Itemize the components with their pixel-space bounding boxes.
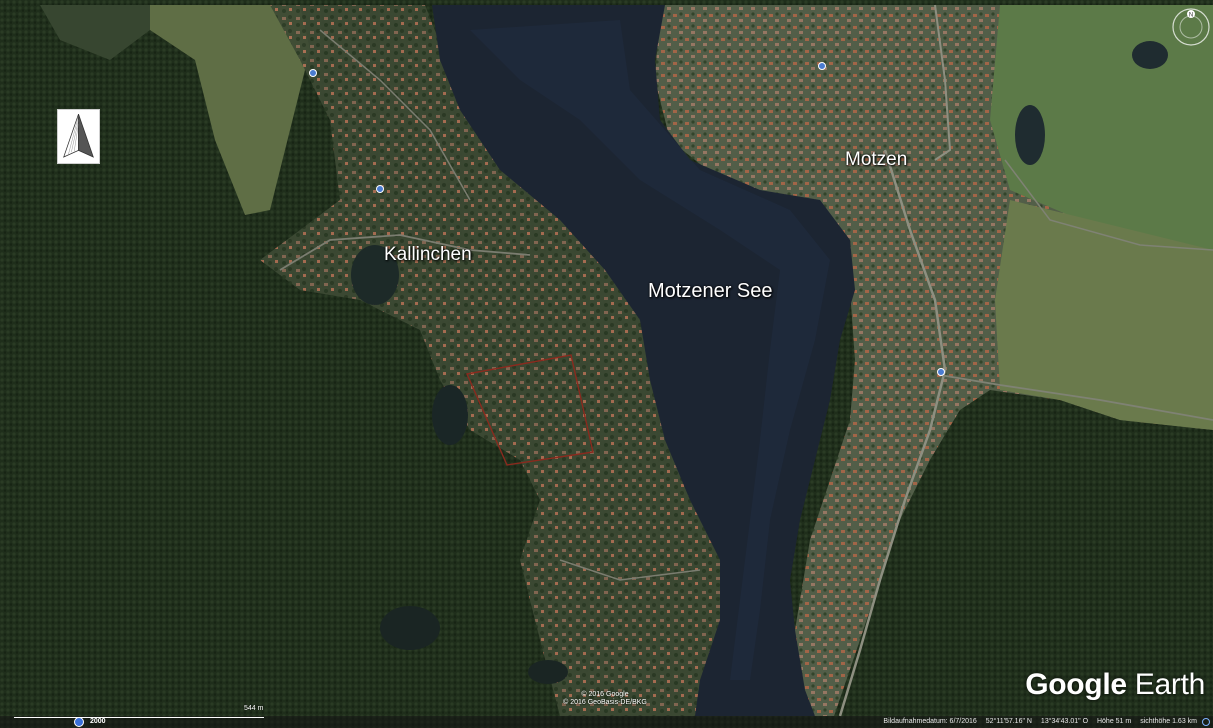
place-label-lake: Motzener See xyxy=(648,280,773,302)
brand-google: Google xyxy=(1025,668,1127,701)
scale-bar xyxy=(14,714,264,718)
brand-earth: Earth xyxy=(1134,668,1206,701)
imagery-copyright: © 2016 Google © 2016 GeoBasis-DE/BKG xyxy=(560,691,650,707)
google-earth-logo: Google Earth xyxy=(1025,668,1205,702)
place-label-kallinchen: Kallinchen xyxy=(384,244,472,265)
copyright-geobasis: © 2016 GeoBasis-DE/BKG xyxy=(563,699,647,706)
elevation: Höhe 51 m xyxy=(1096,718,1132,725)
capture-date: Bildaufnahmedatum: 6/7/2016 xyxy=(883,718,977,725)
historical-year: 2000 xyxy=(90,718,106,725)
place-label-motzen: Motzen xyxy=(845,149,908,170)
eye-altitude: sichthöhe 1.63 km xyxy=(1140,718,1197,725)
latitude: 52°11'57.16" N xyxy=(985,718,1032,725)
svg-text:N: N xyxy=(1189,13,1193,19)
north-arrow-icon xyxy=(57,109,100,164)
compass-icon[interactable]: N xyxy=(1170,6,1212,48)
loading-icon xyxy=(1202,718,1210,726)
longitude: 13°34'43.01" O xyxy=(1040,718,1089,725)
year-slider-icon[interactable] xyxy=(74,717,84,727)
copyright-google: © 2016 Google xyxy=(581,691,629,698)
status-bar: 544 m 2000 Bildaufnahmedatum: 6/7/2016 5… xyxy=(0,705,1213,728)
status-info: Bildaufnahmedatum: 6/7/2016 52°11'57.16"… xyxy=(876,716,1197,728)
scale-label: 544 m xyxy=(244,705,264,712)
